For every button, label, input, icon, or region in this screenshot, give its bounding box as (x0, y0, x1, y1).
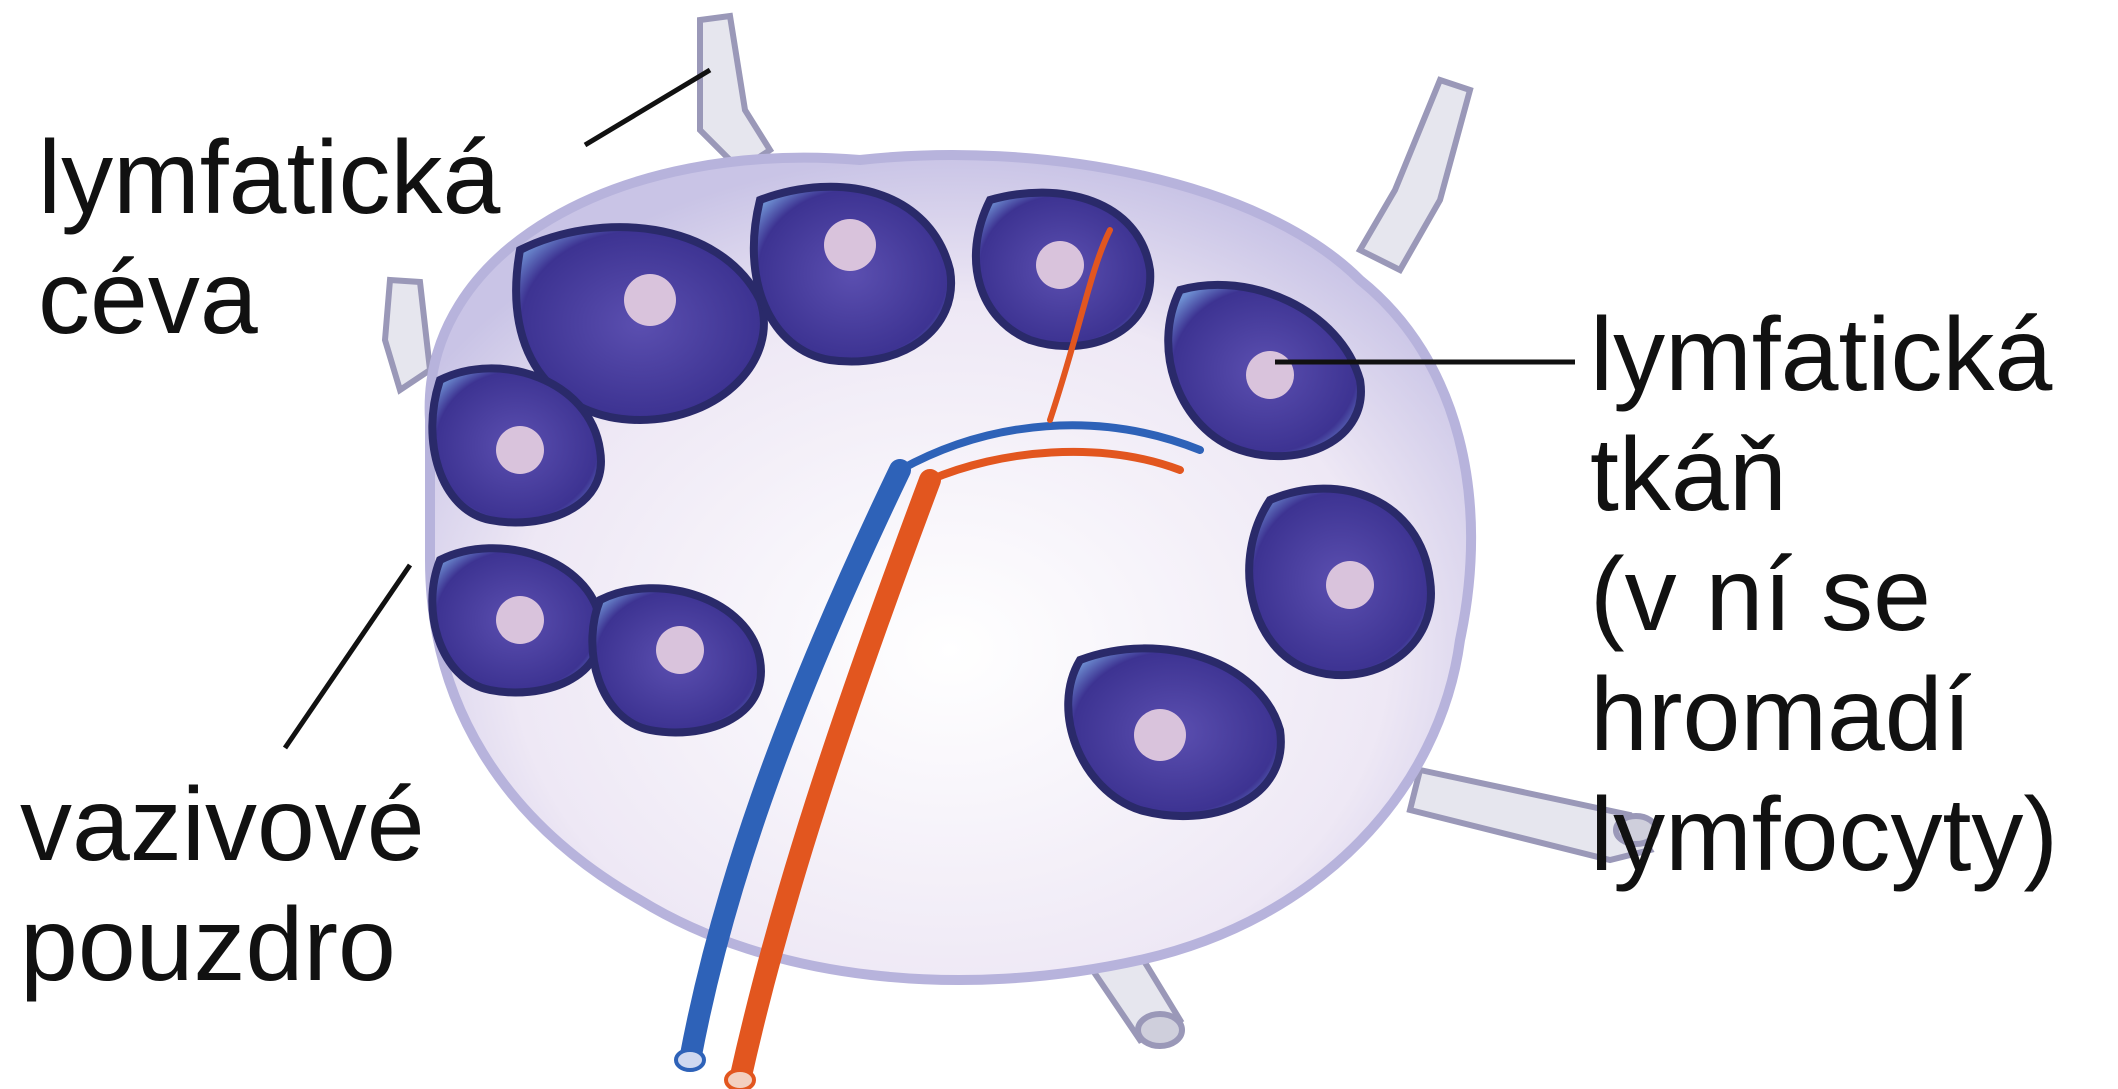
label-line: (v ní se (1590, 535, 2058, 655)
label-line: céva (38, 238, 500, 358)
label-line: lymfatická (1590, 295, 2058, 415)
label-line: pouzdro (20, 885, 425, 1005)
label-lymphatic-vessel: lymfatická céva (38, 118, 500, 358)
label-line: lymfatická (38, 118, 500, 238)
label-fibrous-capsule: vazivové pouzdro (20, 765, 425, 1005)
label-line: hromadí (1590, 655, 2058, 775)
label-line: tkáň (1590, 415, 2058, 535)
label-line: vazivové (20, 765, 425, 885)
label-lymphatic-tissue: lymfatická tkáň (v ní se hromadí lymfocy… (1590, 295, 2058, 895)
leader-line-capsule (285, 565, 410, 748)
leader-line-vessel (585, 70, 710, 145)
label-line: lymfocyty) (1590, 775, 2058, 895)
